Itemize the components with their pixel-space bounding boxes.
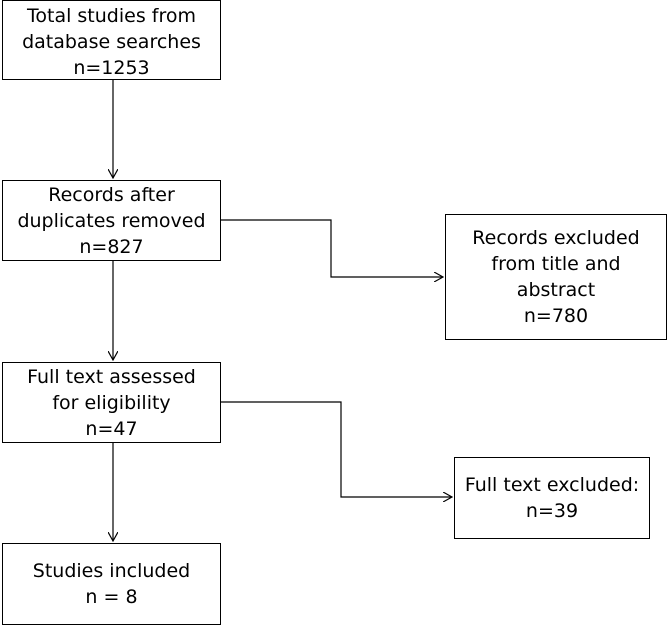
full-text-assessed-count: n=47 (85, 417, 138, 440)
excluded-title-abstract-count: n=780 (523, 305, 589, 327)
studies-included-box: Studies included n = 8 (2, 543, 221, 625)
full-text-excluded-line1: Full text excluded: (464, 474, 640, 496)
studies-included-line1: Studies included (32, 560, 191, 582)
excluded-title-abstract-box: Records excluded from title and abstract… (445, 214, 667, 340)
full-text-assessed-line2: for eligibility (52, 391, 171, 414)
excluded-title-abstract-line3: abstract (516, 279, 596, 301)
full-text-assessed-box: Full text assessed for eligibility n=47 (2, 362, 221, 443)
studies-included-count: n = 8 (85, 586, 138, 608)
arrow-dedup-to-excluded-title-abstract (221, 219, 443, 277)
full-text-assessed-line1: Full text assessed (27, 365, 196, 388)
total-studies-line2: database searches (22, 31, 201, 53)
after-duplicates-line2: duplicates removed (17, 209, 206, 232)
full-text-excluded-box: Full text excluded: n=39 (454, 457, 650, 539)
total-studies-line1: Total studies from (27, 5, 196, 27)
full-text-excluded-count: n=39 (525, 500, 579, 522)
after-duplicates-line1: Records after (48, 183, 175, 206)
after-duplicates-box: Records after duplicates removed n=827 (2, 180, 221, 261)
after-duplicates-count: n=827 (79, 235, 144, 258)
excluded-title-abstract-line2: from title and (491, 253, 621, 275)
arrow-fulltext-to-excluded-full-text (221, 401, 452, 497)
total-studies-box: Total studies from database searches n=1… (2, 0, 221, 80)
total-studies-count: n=1253 (73, 57, 150, 79)
excluded-title-abstract-line1: Records excluded (472, 227, 640, 249)
